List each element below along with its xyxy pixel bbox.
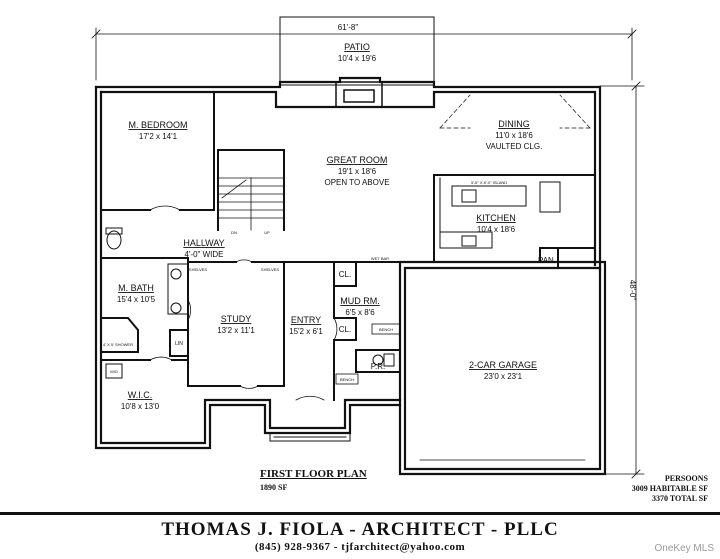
- patio-outline: [279, 16, 435, 86]
- stair-up-label: UP: [264, 230, 270, 235]
- hallway-size: 4'-0" WIDE: [184, 250, 223, 259]
- kitchen-name: KITCHEN: [476, 213, 516, 223]
- floor-plan-title: FIRST FLOOR PLAN: [260, 468, 367, 480]
- wic-size: 10'8 x 13'0: [121, 402, 160, 411]
- dining-name: DINING: [498, 119, 530, 129]
- wet-bar-label: WET BAR: [371, 256, 389, 261]
- shower-label: 4' X 5' SHOWER: [103, 342, 133, 347]
- kitchen-counters: [439, 177, 561, 249]
- shelves-label-left: SHELVES: [189, 267, 207, 272]
- stair-down-label: DN: [231, 230, 237, 235]
- garage-name: 2-CAR GARAGE: [469, 360, 537, 370]
- master-bath-size: 15'4 x 10'5: [117, 295, 156, 304]
- overall-depth-label: 48'-0": [628, 280, 637, 301]
- patio-name: PATIO: [344, 42, 370, 52]
- great-room-size: 19'1 x 18'6: [338, 167, 377, 176]
- staircase: [217, 177, 285, 231]
- project-total-sf: 3370 TOTAL SF: [651, 494, 708, 503]
- dining-note: VAULTED CLG.: [486, 142, 543, 151]
- floor-plan-sf: 1890 SF: [260, 483, 288, 492]
- exterior-walls: [94, 76, 607, 476]
- hallway-name: HALLWAY: [183, 238, 224, 248]
- bath-fixtures: [105, 227, 395, 379]
- great-room-name: GREAT ROOM: [327, 155, 388, 165]
- patio-size: 10'4 x 19'6: [338, 54, 377, 63]
- entry-size: 15'2 x 6'1: [289, 327, 323, 336]
- pantry-label: PAN.: [538, 256, 556, 265]
- interior-walls: [100, 91, 596, 401]
- overall-width-dimension: [91, 27, 637, 81]
- plan-labels: 61'-8" 48'-0" PATIO 10'4 x 19'6 M. BEDRO…: [103, 23, 637, 411]
- powder-room-label: P.R.: [371, 362, 386, 371]
- master-bath-name: M. BATH: [118, 283, 154, 293]
- study-name: STUDY: [221, 314, 252, 324]
- kitchen-island-label: 3'-6" X 8'-0" ISLAND: [471, 180, 507, 185]
- overall-width-label: 61'-8": [338, 23, 359, 32]
- master-bedroom-size: 17'2 x 14'1: [139, 132, 178, 141]
- bench-label-lower: BENCH: [340, 377, 354, 382]
- shelves-label-right: SHELVES: [261, 267, 279, 272]
- wic-name: W.I.C.: [128, 390, 153, 400]
- project-summary: PERSOONS 3009 HABITABLE SF 3370 TOTAL SF: [632, 474, 708, 504]
- fireplace: [335, 81, 383, 108]
- mud-room-size: 6'5 x 8'6: [345, 308, 375, 317]
- project-name: PERSOONS: [664, 474, 708, 483]
- overall-depth-dimension: [599, 81, 645, 479]
- great-room-note: OPEN TO ABOVE: [324, 178, 389, 187]
- firm-name: THOMAS J. FIOLA - ARCHITECT - PLLC: [161, 519, 559, 540]
- closet-label-upper: CL.: [339, 270, 351, 279]
- kitchen-size: 10'4 x 18'6: [477, 225, 516, 234]
- washer-dryer-label: W/D: [110, 369, 118, 374]
- benches: [335, 323, 401, 385]
- mud-room-name: MUD RM.: [340, 296, 380, 306]
- door-swings: [149, 205, 338, 401]
- project-habitable-sf: 3009 HABITABLE SF: [631, 484, 708, 493]
- bench-label-upper: BENCH: [379, 327, 393, 332]
- front-step: [269, 432, 351, 442]
- watermark: OneKey MLS: [654, 543, 714, 554]
- linen-label: LIN: [175, 341, 183, 347]
- garage-size: 23'0 x 23'1: [484, 372, 523, 381]
- master-bedroom-name: M. BEDROOM: [128, 120, 187, 130]
- dining-size: 11'0 x 18'6: [495, 131, 533, 140]
- entry-name: ENTRY: [291, 315, 321, 325]
- closet-label-lower: CL.: [339, 325, 351, 334]
- title-block: THOMAS J. FIOLA - ARCHITECT - PLLC (845)…: [0, 512, 720, 559]
- vaulted-ceiling-lines: [283, 94, 591, 263]
- firm-contact: (845) 928-9367 - tjfarchitect@yahoo.com: [254, 541, 466, 553]
- study-size: 13'2 x 11'1: [217, 326, 255, 335]
- floor-plan-drawing: 61'-8" 48'-0" PATIO 10'4 x 19'6 M. BEDRO…: [91, 16, 645, 479]
